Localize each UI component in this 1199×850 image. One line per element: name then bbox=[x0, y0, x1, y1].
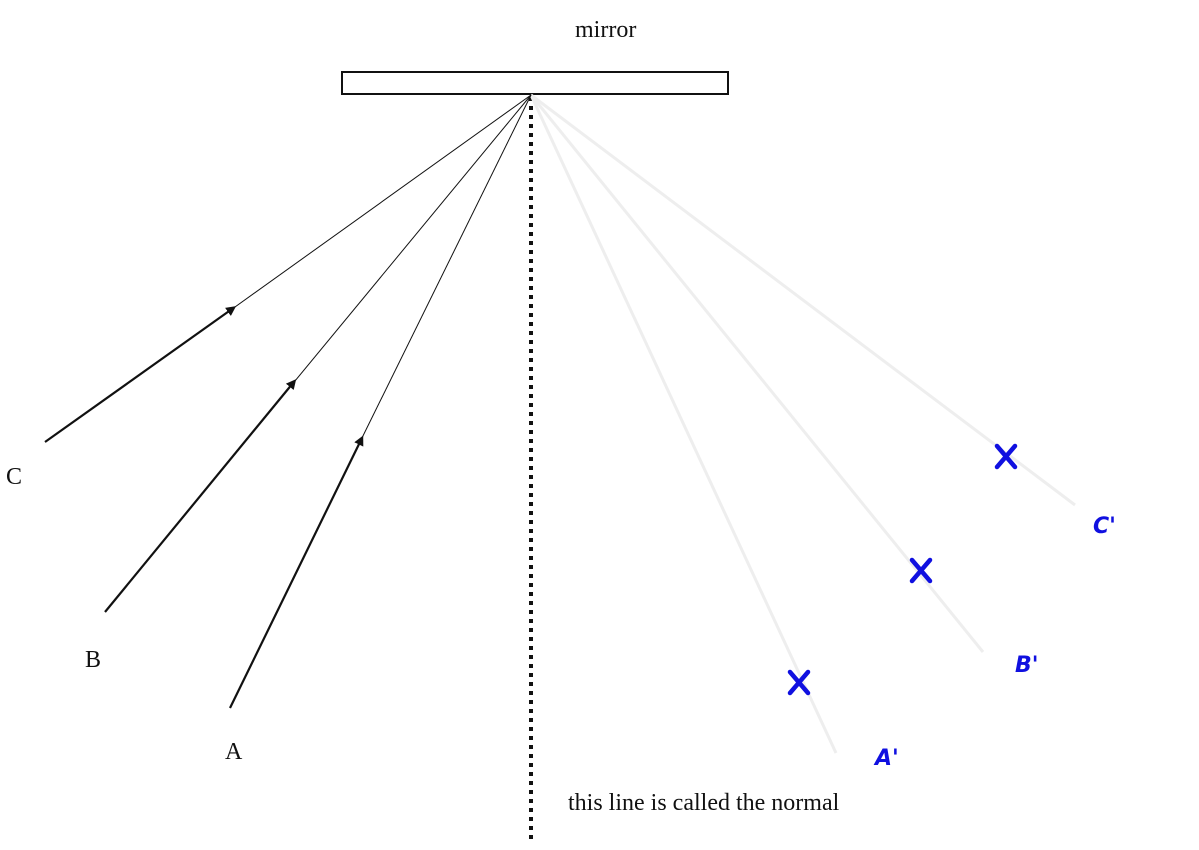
cross-mark-c bbox=[994, 443, 1018, 470]
cross-mark-a bbox=[787, 669, 811, 696]
incident-ray-c bbox=[44, 94, 532, 443]
label-a: A bbox=[225, 739, 243, 765]
label-b: B bbox=[85, 647, 101, 673]
mirror bbox=[341, 71, 729, 95]
incident-ray-b bbox=[104, 94, 532, 613]
image-label-a: A' bbox=[873, 746, 899, 771]
incident-ray-a bbox=[229, 94, 532, 709]
mirror-label: mirror bbox=[575, 17, 636, 43]
cross-mark-b bbox=[909, 557, 933, 584]
image-label-b: B' bbox=[1015, 653, 1039, 678]
label-c: C bbox=[6, 464, 22, 490]
normal-caption: this line is called the normal bbox=[568, 790, 840, 816]
reflected-ray-b bbox=[529, 94, 985, 653]
image-label-c: C' bbox=[1093, 514, 1116, 539]
reflected-ray-c bbox=[530, 93, 1076, 507]
reflected-ray-a bbox=[529, 94, 838, 754]
